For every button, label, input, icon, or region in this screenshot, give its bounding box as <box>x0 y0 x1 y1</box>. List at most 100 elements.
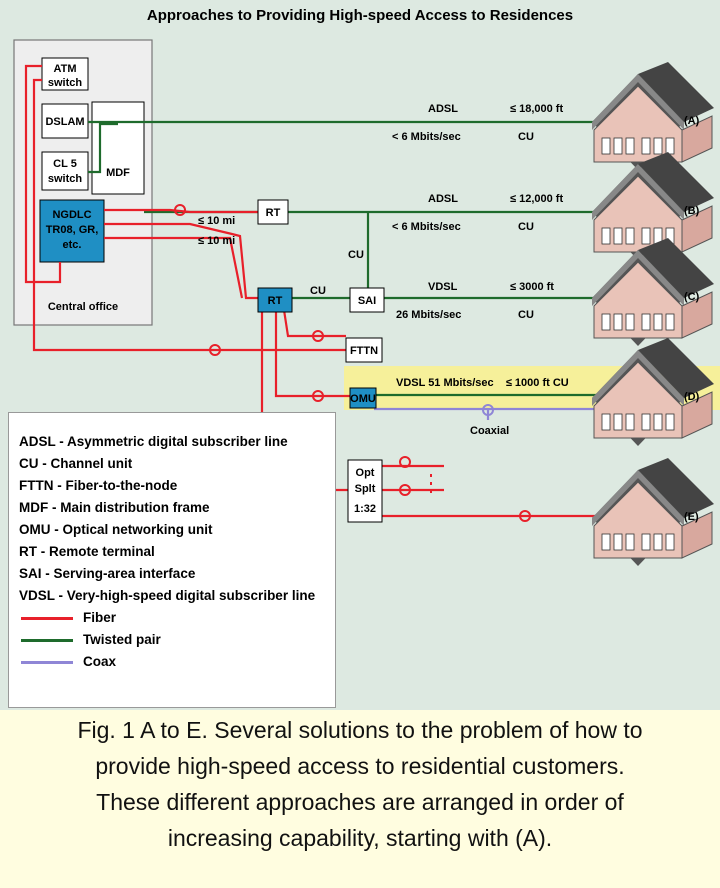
link-b-rate: < 6 Mbits/sec <box>392 221 461 233</box>
ngdlc-label-1: NGDLC <box>52 209 91 221</box>
legend-separator: - <box>48 500 61 515</box>
legend-term-row: CU - Channel unit <box>19 453 335 475</box>
class5-switch-label-2: switch <box>48 173 83 185</box>
legend-line-row: Fiber <box>19 607 335 629</box>
rt-upper-box <box>257 199 289 225</box>
splitter-more-dots <box>430 474 432 493</box>
rt-lower-box <box>257 287 293 313</box>
legend-line-label: Fiber <box>83 610 117 625</box>
legend-term-row: VDSL - Very-high-speed digital subscribe… <box>19 585 335 607</box>
cu-rt-sai-label: CU <box>310 285 326 297</box>
splitter-label-2: Splt <box>355 483 376 495</box>
legend-terms: ADSL - Asymmetric digital subscriber lin… <box>19 431 335 607</box>
link-a-tech: ADSL <box>428 103 458 115</box>
splitter-label-3: 1:32 <box>354 503 376 515</box>
caption-line: These different approaches are arranged … <box>96 789 624 815</box>
legend-line-swatch <box>21 638 73 642</box>
legend-term: MDF <box>19 500 49 515</box>
splitter-box <box>347 459 383 523</box>
caption-line: provide high-speed access to residential… <box>95 753 625 779</box>
legend-term: VDSL <box>19 588 55 603</box>
legend-term-row: OMU - Optical networking unit <box>19 519 335 541</box>
coax-tap-marker <box>482 404 494 416</box>
legend-line-label: Coax <box>83 654 117 669</box>
legend-description: Serving-area interface <box>53 566 196 581</box>
cu-vertical-label: CU <box>348 249 364 261</box>
house-a-label: (A) <box>684 115 700 127</box>
legend-line-row: Coax <box>19 651 335 673</box>
legend-term-row: FTTN - Fiber-to-the-node <box>19 475 335 497</box>
rt-distance-1: ≤ 10 mi <box>198 215 235 227</box>
figure-caption: Fig. 1 A to E. Several solutions to the … <box>0 712 720 856</box>
legend-separator: - <box>54 588 67 603</box>
class5-switch-label-1: CL 5 <box>53 158 77 170</box>
dslam-box <box>41 103 89 139</box>
legend-term-row: SAI - Serving-area interface <box>19 563 335 585</box>
central-office-label: Central office <box>48 301 118 313</box>
legend-term-row: MDF - Main distribution frame <box>19 497 335 519</box>
house-e-label: (E) <box>684 511 699 523</box>
legend-term: SAI <box>19 566 42 581</box>
legend-description: Optical networking unit <box>62 522 213 537</box>
mdf-label: MDF <box>106 167 130 179</box>
omu-box <box>349 387 377 409</box>
twisted-pair-lines <box>88 120 598 397</box>
legend-description: Asymmetric digital subscriber line <box>67 434 288 449</box>
link-c-rate: 26 Mbits/sec <box>396 309 461 321</box>
legend-line-swatch <box>21 660 73 664</box>
sai-label: SAI <box>358 295 376 307</box>
house-d-label: (D) <box>684 391 700 403</box>
link-c-distance: ≤ 3000 ft <box>510 281 554 293</box>
legend-term: CU <box>19 456 39 471</box>
legend-term-row: ADSL - Asymmetric digital subscriber lin… <box>19 431 335 453</box>
legend-term: OMU <box>19 522 51 537</box>
legend-description: Remote terminal <box>49 544 155 559</box>
ngdlc-box <box>39 199 105 263</box>
legend-separator: - <box>55 434 68 449</box>
atm-switch-label-1: ATM <box>53 63 76 75</box>
link-b-unit: CU <box>518 221 534 233</box>
coaxial-label: Coaxial <box>470 425 509 437</box>
legend-separator: - <box>37 544 49 559</box>
legend-box: ADSL - Asymmetric digital subscriber lin… <box>8 412 336 708</box>
legend-separator: - <box>38 456 51 471</box>
legend-description: Very-high-speed digital subscriber line <box>66 588 316 603</box>
house-c-label: (C) <box>684 291 700 303</box>
link-a-distance: ≤ 18,000 ft <box>510 103 563 115</box>
legend-term: ADSL <box>19 434 56 449</box>
caption-line: Fig. 1 A to E. Several solutions to the … <box>77 717 643 743</box>
atm-switch-label-2: switch <box>48 77 83 89</box>
link-a-rate: < 6 Mbits/sec <box>392 131 461 143</box>
fttn-label: FTTN <box>350 345 378 357</box>
splitter-label-1: Opt <box>356 467 375 479</box>
link-b-tech: ADSL <box>428 193 458 205</box>
legend-description: Fiber-to-the-node <box>65 478 178 493</box>
rt-upper-label: RT <box>266 207 281 219</box>
legend-description: Channel unit <box>50 456 133 471</box>
legend-description: Main distribution frame <box>60 500 210 515</box>
legend-separator: - <box>53 478 66 493</box>
ngdlc-label-2: TR08, GR, <box>46 224 99 236</box>
link-c-unit: CU <box>518 309 534 321</box>
link-c-tech: VDSL <box>428 281 458 293</box>
link-d-text: VDSL 51 Mbits/sec ≤ 1000 ft CU <box>396 377 569 389</box>
legend-line-swatch <box>21 616 73 620</box>
rt-distance-2: ≤ 10 mi <box>198 235 235 247</box>
legend-separator: - <box>50 522 63 537</box>
legend-term: RT <box>19 544 37 559</box>
omu-label: OMU <box>350 393 376 405</box>
class5-switch-box <box>41 151 89 191</box>
link-b-distance: ≤ 12,000 ft <box>510 193 563 205</box>
legend-separator: - <box>41 566 54 581</box>
legend-line-row: Twisted pair <box>19 629 335 651</box>
rt-lower-label: RT <box>268 295 283 307</box>
legend-term-row: RT - Remote terminal <box>19 541 335 563</box>
atm-switch-box <box>41 57 89 91</box>
ngdlc-label-3: etc. <box>63 239 82 251</box>
sai-box <box>349 287 385 313</box>
fttn-box <box>345 337 383 363</box>
link-a-unit: CU <box>518 131 534 143</box>
diagram-title: Approaches to Providing High-speed Acces… <box>147 7 573 24</box>
